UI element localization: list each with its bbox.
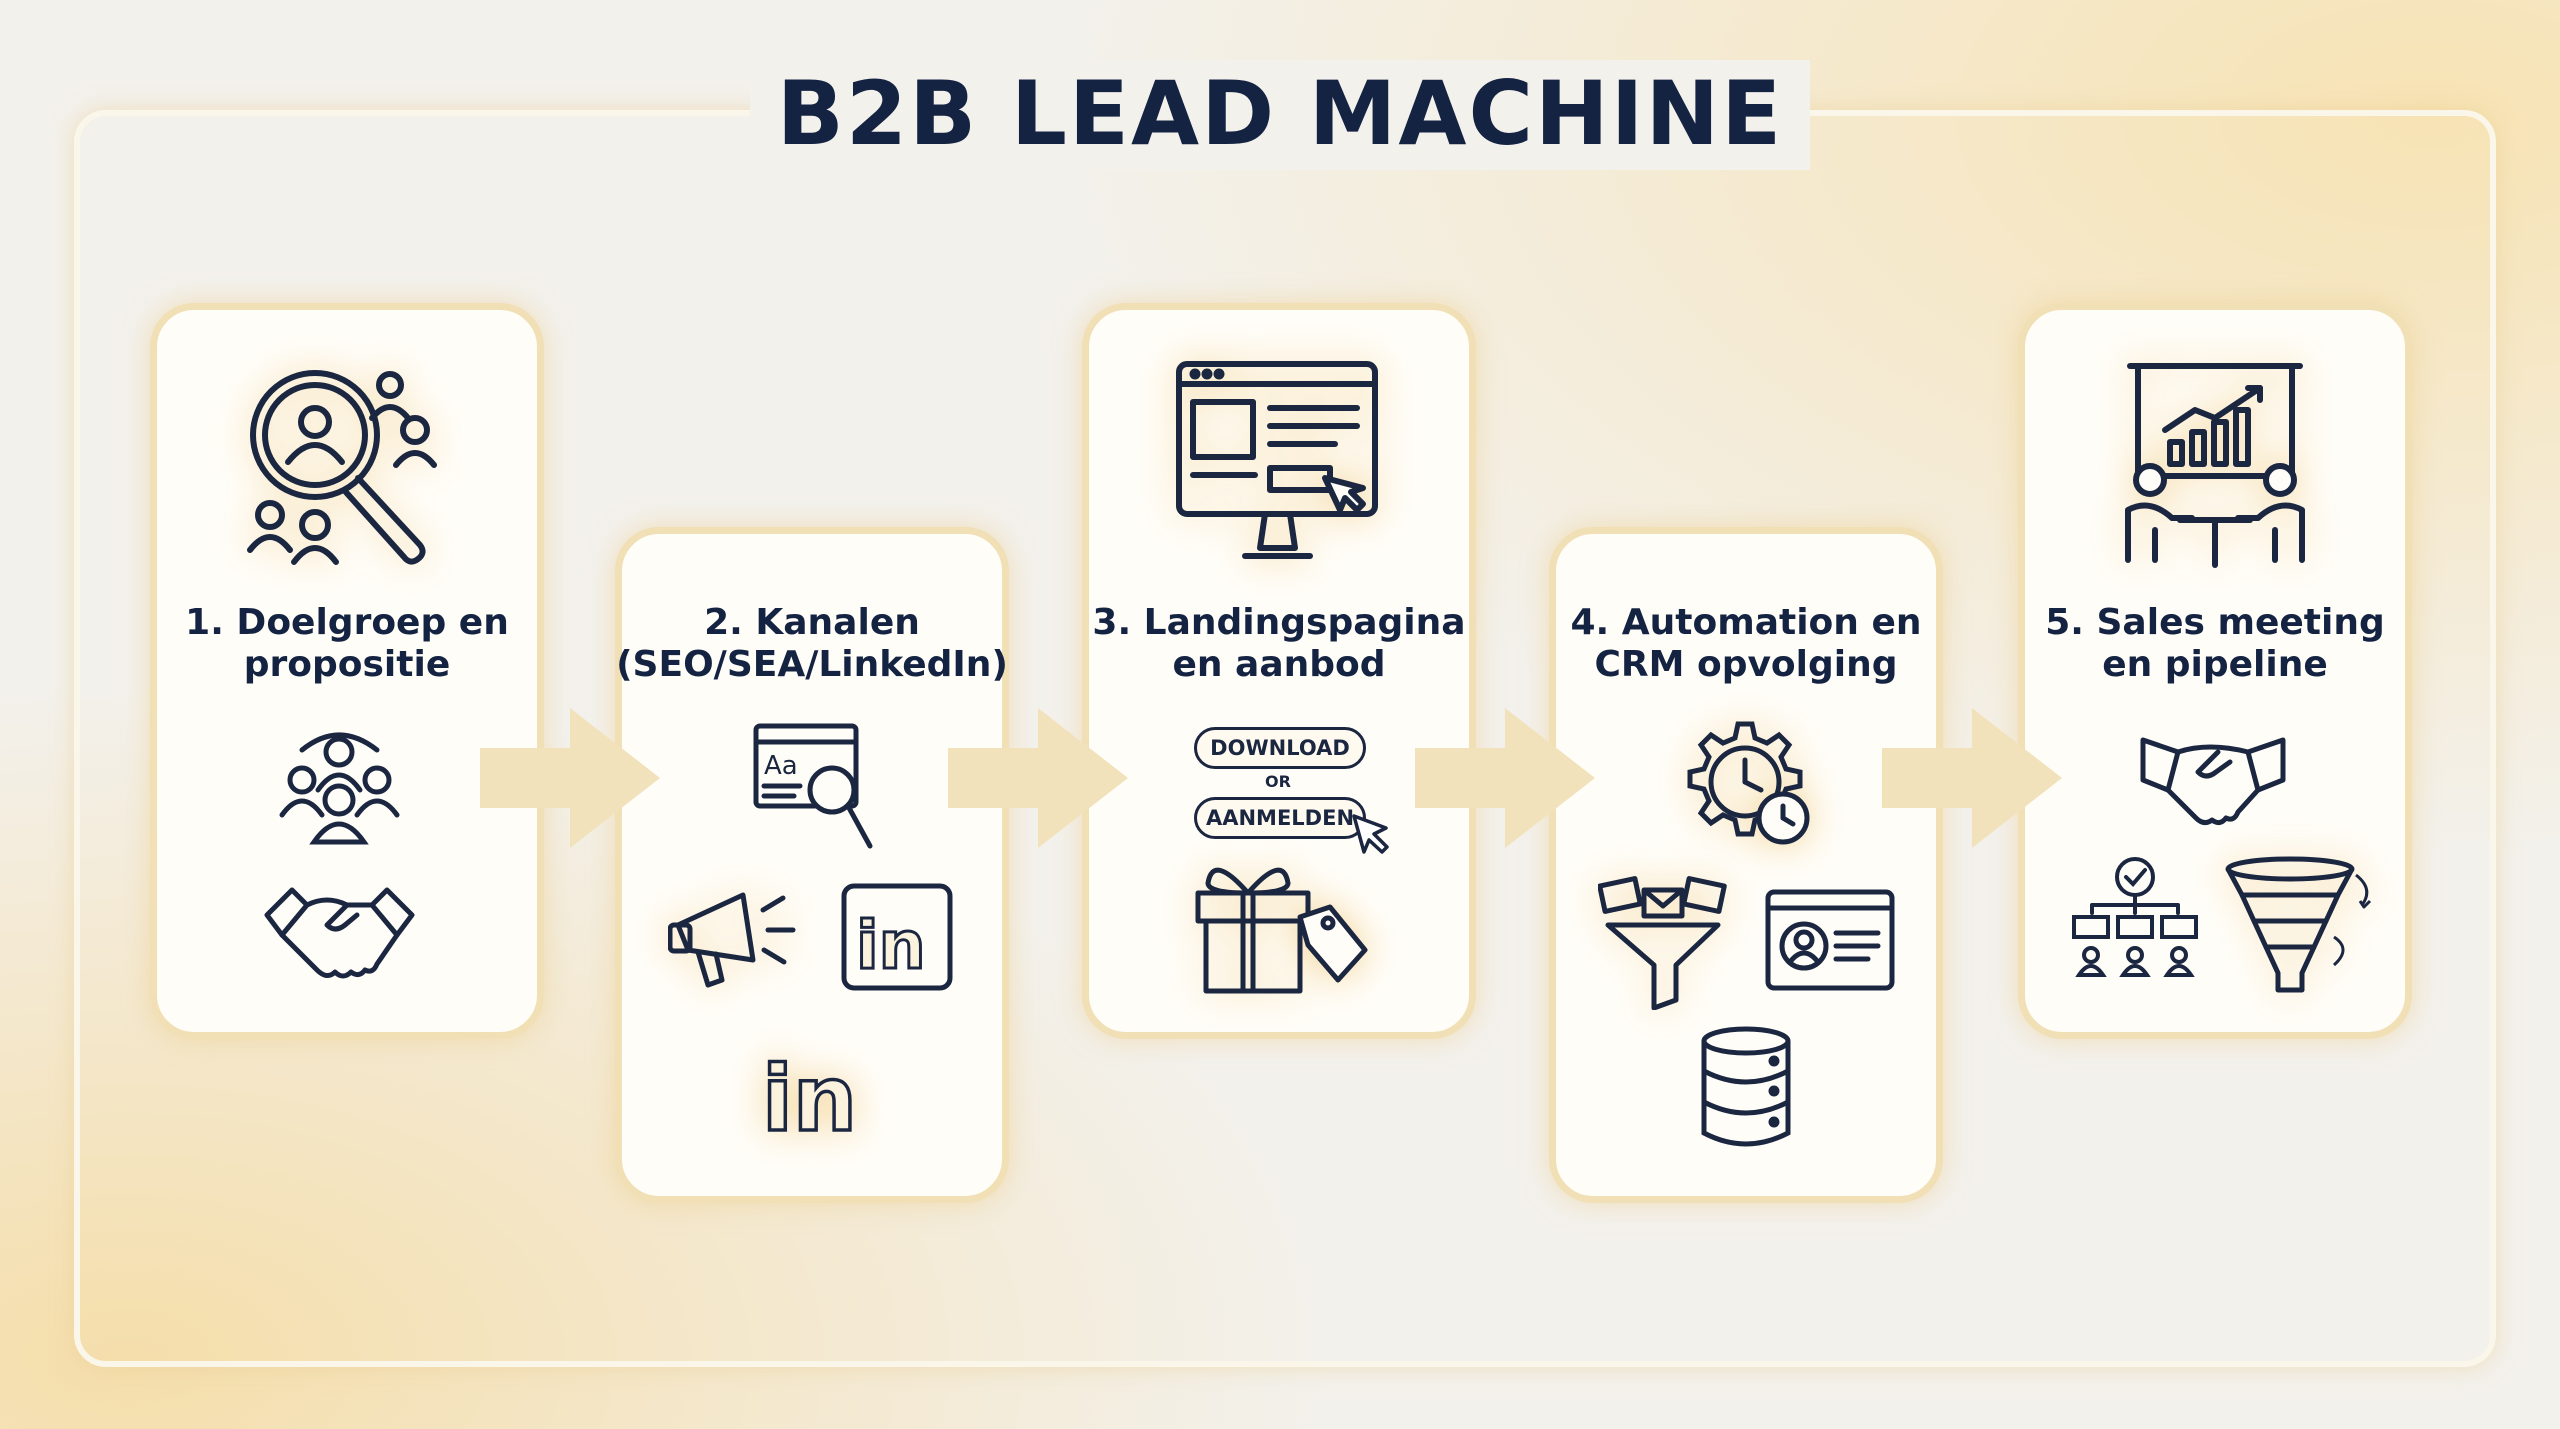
database-icon (1701, 1026, 1791, 1147)
email-funnel-icon (1598, 876, 1727, 1010)
crm-profile-icon (1765, 889, 1895, 991)
seo-search-icon: Aa (753, 723, 873, 849)
linkedin-icon: in (841, 883, 953, 991)
signup-button[interactable]: AANMELDEN (1194, 797, 1366, 839)
or-text: OR (1265, 772, 1291, 791)
org-chart-icon (2072, 857, 2198, 977)
svg-text:in: in (762, 1047, 857, 1140)
gear-clock-icon (1687, 721, 1810, 845)
step-card-4 (1549, 527, 1943, 1203)
handshake-icon (2140, 737, 2286, 826)
title-backdrop (750, 60, 1810, 170)
search-audience-icon (247, 370, 437, 565)
svg-text:in: in (856, 907, 926, 984)
page-title: B2B LEAD MACHINE (776, 62, 1784, 165)
sales-funnel-icon (2225, 856, 2372, 993)
step-label-1: 1. Doelgroep en propositie (185, 602, 509, 685)
linkedin-icon: in (760, 1045, 858, 1140)
step-label-3: 3. Landingspagina en aanbod (1092, 602, 1466, 685)
download-button[interactable]: DOWNLOAD (1194, 727, 1366, 769)
svg-text:Aa: Aa (764, 751, 798, 781)
cursor-icon (1352, 814, 1389, 854)
flow-arrow-3 (1415, 708, 1595, 848)
handshake-icon (264, 887, 415, 979)
presentation-meeting-icon (2125, 363, 2305, 568)
megaphone-icon (668, 892, 796, 988)
gift-icon (1195, 867, 1368, 994)
step-label-4: 4. Automation en CRM opvolging (1570, 602, 1922, 685)
landing-page-icon (1176, 361, 1378, 559)
step-card-3 (1082, 303, 1476, 1039)
group-icon (279, 732, 400, 845)
step-card-2 (615, 527, 1009, 1203)
step-label-2: 2. Kanalen (SEO/SEA/LinkedIn) (616, 602, 1008, 685)
flow-arrow-2 (948, 708, 1128, 848)
step-label-5: 5. Sales meeting en pipeline (2045, 602, 2385, 685)
flow-arrow-1 (480, 708, 660, 848)
flow-arrow-4 (1882, 708, 2062, 848)
step-card-1 (150, 303, 544, 1039)
